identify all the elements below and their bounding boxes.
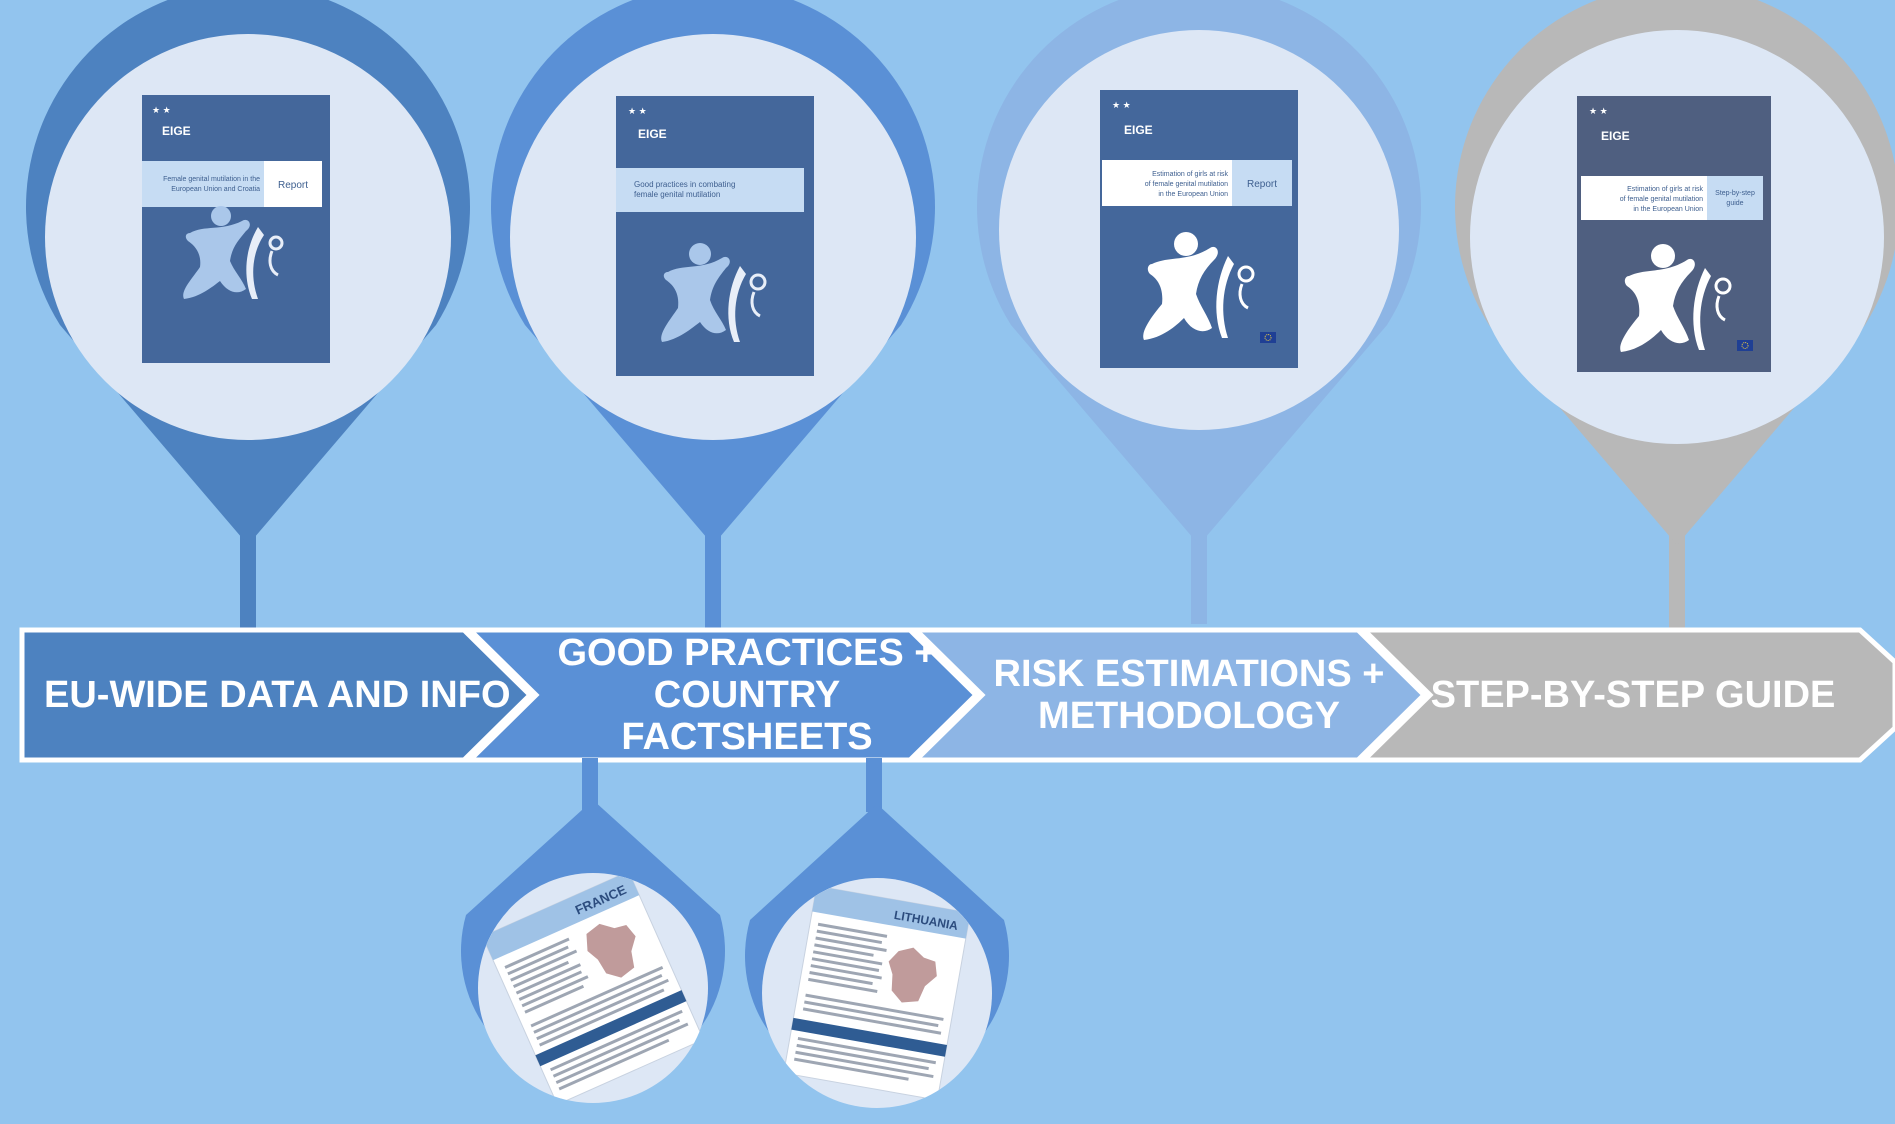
svg-text:in the European Union: in the European Union bbox=[1633, 206, 1703, 213]
svg-text:COUNTRY: COUNTRY bbox=[654, 674, 840, 716]
timeline-steps: EU-WIDE DATA AND INFO GOOD PRACTICES + C… bbox=[19, 627, 1895, 763]
title-banner bbox=[1102, 160, 1232, 206]
svg-text:FACTSHEETS: FACTSHEETS bbox=[621, 716, 872, 758]
svg-text:★ ★: ★ ★ bbox=[628, 106, 647, 116]
svg-text:Female genital mutilation in t: Female genital mutilation in the bbox=[163, 176, 260, 183]
svg-text:★ ★: ★ ★ bbox=[152, 105, 171, 115]
figure-illustration bbox=[1143, 232, 1255, 340]
svg-text:Step-by-step: Step-by-step bbox=[1715, 190, 1755, 197]
pin-good-practices-report: ★ ★ EIGE Good practices in combating fem… bbox=[491, 0, 935, 632]
svg-text:EIGE: EIGE bbox=[162, 124, 191, 138]
svg-text:★ ★: ★ ★ bbox=[1589, 106, 1608, 116]
pin-factsheet-france: FRANCE bbox=[461, 758, 725, 1104]
map-illustration bbox=[586, 923, 636, 978]
svg-text:Estimation of girls at risk: Estimation of girls at risk bbox=[1152, 171, 1228, 178]
pin-step-by-step-guide: ★ ★ EIGE Estimation of girls at risk of … bbox=[1455, 0, 1895, 632]
svg-text:EIGE: EIGE bbox=[1601, 129, 1630, 143]
svg-text:RISK ESTIMATIONS +: RISK ESTIMATIONS + bbox=[994, 653, 1385, 695]
svg-text:Report: Report bbox=[278, 180, 308, 191]
step-4-chevron[interactable] bbox=[1357, 627, 1895, 763]
figure-illustration bbox=[1620, 244, 1732, 352]
svg-text:Report: Report bbox=[1247, 179, 1277, 190]
report-cover-good-practices[interactable]: ★ ★ EIGE Good practices in combating fem… bbox=[616, 96, 814, 376]
report-cover-step-by-step-guide[interactable]: ★ ★ EIGE Estimation of girls at risk of … bbox=[1577, 96, 1771, 372]
eige-logo: ★ ★ EIGE bbox=[1112, 100, 1153, 137]
eu-flag-icon bbox=[1260, 332, 1276, 343]
factsheet-lithuania[interactable]: LITHUANIA bbox=[783, 885, 971, 1101]
pin-factsheet-lithuania: LITHUANIA bbox=[745, 758, 1009, 1108]
svg-text:of female genital mutilation: of female genital mutilation bbox=[1145, 181, 1228, 188]
svg-text:STEP-BY-STEP GUIDE: STEP-BY-STEP GUIDE bbox=[1431, 674, 1836, 716]
pin-eu-wide-report: ★ ★ EIGE Female genital mutilation in th… bbox=[26, 0, 470, 632]
step-2-label: GOOD PRACTICES + COUNTRY FACTSHEETS bbox=[558, 632, 937, 758]
svg-text:of female genital mutilation: of female genital mutilation bbox=[1620, 196, 1703, 203]
eu-flag-icon bbox=[1737, 340, 1753, 351]
svg-text:in the European Union: in the European Union bbox=[1158, 191, 1228, 198]
pin-risk-estimation-report: ★ ★ EIGE Estimation of girls at risk of … bbox=[977, 0, 1421, 624]
eige-logo: ★ ★ EIGE bbox=[152, 105, 191, 138]
svg-text:Good practices in combating: Good practices in combating bbox=[634, 180, 735, 189]
factsheet-france[interactable]: FRANCE bbox=[481, 871, 705, 1104]
tag-banner bbox=[1707, 176, 1763, 220]
tag-banner bbox=[264, 161, 322, 207]
tag-banner bbox=[1232, 160, 1292, 206]
title-banner bbox=[142, 161, 264, 207]
title-banner bbox=[1581, 176, 1707, 220]
svg-text:METHODOLOGY: METHODOLOGY bbox=[1038, 695, 1340, 737]
step-3-chevron[interactable] bbox=[909, 627, 1428, 763]
step-1-label: EU-WIDE DATA AND INFO bbox=[44, 674, 511, 716]
svg-text:GOOD PRACTICES +: GOOD PRACTICES + bbox=[558, 632, 937, 674]
step-1-chevron[interactable] bbox=[19, 627, 534, 763]
title-banner bbox=[616, 168, 804, 212]
svg-text:female genital mutilation: female genital mutilation bbox=[634, 190, 720, 199]
step-3-label: RISK ESTIMATIONS + METHODOLOGY bbox=[994, 653, 1385, 737]
svg-text:Estimation of girls at risk: Estimation of girls at risk bbox=[1627, 186, 1703, 193]
svg-text:★ ★: ★ ★ bbox=[1112, 100, 1131, 110]
figure-illustration bbox=[661, 243, 767, 342]
report-cover-risk-estimation[interactable]: ★ ★ EIGE Estimation of girls at risk of … bbox=[1100, 90, 1298, 368]
svg-text:guide: guide bbox=[1726, 200, 1743, 207]
step-2-chevron[interactable] bbox=[463, 627, 980, 763]
figure-illustration bbox=[183, 206, 284, 299]
report-cover-fgm-eu-croatia[interactable]: ★ ★ EIGE Female genital mutilation in th… bbox=[142, 95, 330, 363]
svg-text:EIGE: EIGE bbox=[638, 127, 667, 141]
eige-logo: ★ ★ EIGE bbox=[1589, 106, 1630, 143]
map-illustration bbox=[888, 947, 937, 1003]
eige-logo: ★ ★ EIGE bbox=[628, 106, 667, 141]
svg-text:European Union and Croatia: European Union and Croatia bbox=[171, 186, 260, 193]
svg-text:EIGE: EIGE bbox=[1124, 123, 1153, 137]
step-4-label: STEP-BY-STEP GUIDE bbox=[1431, 674, 1836, 716]
